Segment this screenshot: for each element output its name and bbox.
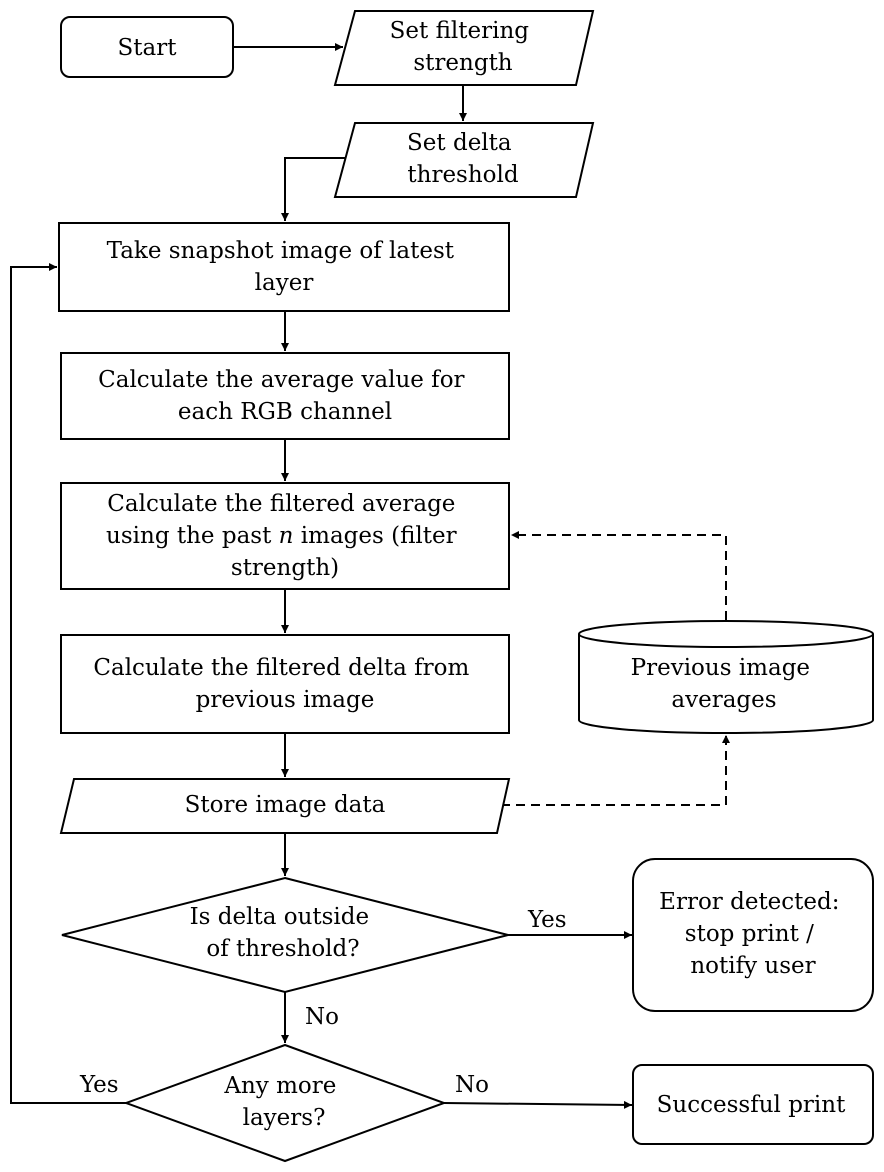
svg-text:Calculate the filtered delta f: Calculate the filtered delta from previo… [93,655,476,713]
delta-no-label: No [305,1004,339,1030]
error-detected-line-1: Error detected: [659,889,839,915]
error-detected-node: Error detected: stop print / notify user [632,858,874,1012]
calculate-filtered-delta-node: Calculate the filtered delta from previo… [60,634,510,734]
take-snapshot-node: Take snapshot image of latest layer [58,222,510,312]
calculate-filtered-delta-line-2: previous image [196,687,375,713]
start-node: Start [60,16,234,78]
delta-yes-label: Yes [527,907,567,933]
set-filtering-strength-line-1: Set filtering [390,18,530,44]
edge-layers-no [443,1100,633,1109]
calculate-average-node: Calculate the average value for each RGB… [60,352,510,440]
set-delta-threshold-line-2: threshold [407,162,518,188]
calculate-filtered-average-node: Calculate the filtered average using the… [60,482,510,590]
successful-print-node: Successful print [632,1064,874,1145]
layers-decision-node: Any more layers? [123,1043,447,1163]
calculate-filtered-average-line-1: Calculate the filtered average [107,491,455,517]
svg-text:Any more layers?: Any more layers? [223,1073,343,1131]
edge-layers-yes-loop [10,263,126,1104]
calculate-average-line-2: each RGB channel [178,399,392,425]
connectors [10,43,730,1109]
edge-store-to-database [501,735,730,806]
previous-image-averages-line-1: Previous image [631,655,810,681]
set-filtering-strength-line-2: strength [413,50,512,76]
layers-yes-label: Yes [79,1072,119,1098]
start-label: Start [118,35,178,61]
edge-threshold-to-snapshot [281,157,345,221]
delta-decision-line-1: Is delta outside [190,904,370,930]
take-snapshot-line-1: Take snapshot image of latest [107,238,455,264]
error-detected-line-2: stop print / [685,921,814,947]
edge-database-to-filtered [511,531,727,620]
svg-text:Successful print: Successful print [657,1092,846,1118]
take-snapshot-line-2: layer [255,270,314,296]
svg-text:Set filtering strength: Set filtering strength [390,18,537,76]
svg-text:Set delta threshold: Set delta threshold [407,130,519,188]
svg-text:Store image data: Store image data [185,792,386,818]
set-delta-threshold-node: Set delta threshold [333,122,595,198]
set-delta-threshold-line-1: Set delta [407,130,512,156]
delta-decision-line-2: of threshold? [206,936,359,962]
svg-text:Calculate the filtered average: Calculate the filtered average using the… [106,491,464,581]
delta-decision-node: Is delta outside of threshold? [61,876,509,994]
layers-no-label: No [455,1072,489,1098]
svg-text:Start: Start [118,35,178,61]
set-filtering-strength-node: Set filtering strength [333,10,595,86]
calculate-filtered-average-line-2: using the past n images (filter [106,523,457,549]
svg-text:Previous image averages: Previous image averages [631,655,818,713]
calculate-filtered-average-line-3: strength) [231,555,339,581]
calculate-average-line-1: Calculate the average value for [98,367,464,393]
store-image-data-label: Store image data [185,792,386,818]
svg-text:Calculate the average value fo: Calculate the average value for each RGB… [98,367,472,425]
svg-text:Error detected: stop pri: Error detected: stop print / notify user [659,889,847,979]
layers-decision-line-1: Any more [223,1073,336,1099]
svg-text:Take snapshot image of latest: Take snapshot image of latest layer [107,238,462,296]
calculate-filtered-delta-line-1: Calculate the filtered delta from [93,655,469,681]
previous-image-averages-line-2: averages [671,687,776,713]
store-image-data-node: Store image data [59,778,511,834]
previous-image-averages-node: Previous image averages [578,620,874,734]
successful-print-label: Successful print [657,1092,846,1118]
error-detected-line-3: notify user [690,953,815,979]
layers-decision-line-2: layers? [243,1105,326,1131]
svg-text:Is delta outside of thre: Is delta outside of threshold? [190,904,377,962]
